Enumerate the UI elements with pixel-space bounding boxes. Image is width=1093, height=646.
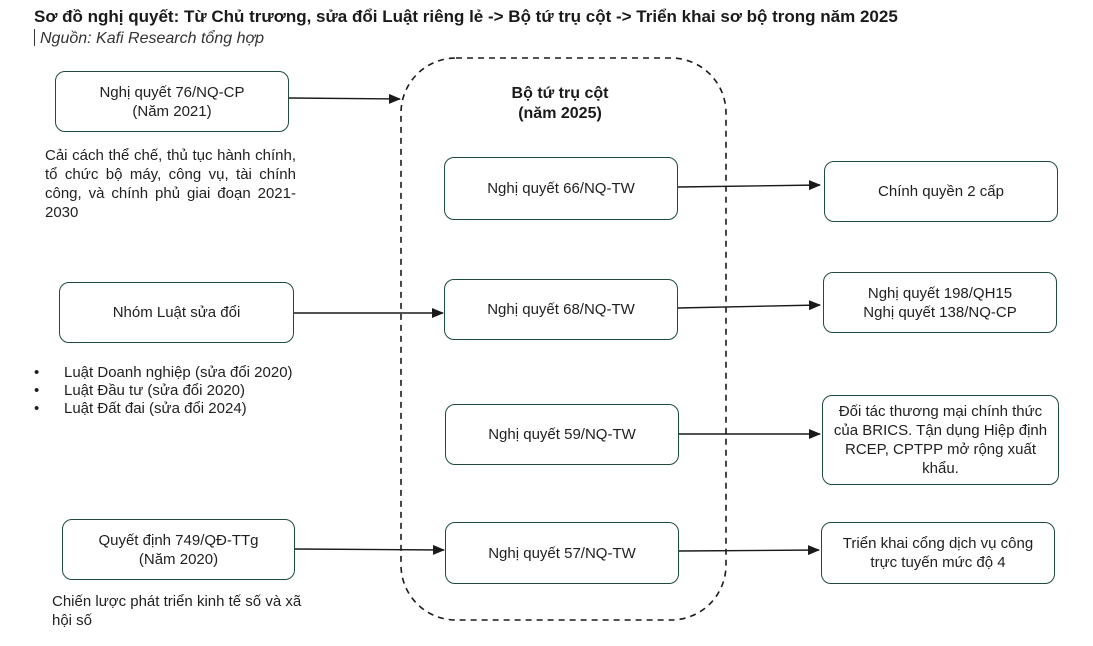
- outcome-brics-partner: Đối tác thương mại chính thức của BRICS.…: [822, 395, 1059, 485]
- pillar-68-box: Nghị quyết 68/NQ-TW: [444, 279, 678, 340]
- resolution-76-box: Nghị quyết 76/NQ-CP (Năm 2021): [55, 71, 289, 132]
- list-item: Luật Doanh nghiệp (sửa đổi 2020): [34, 364, 293, 382]
- pillar-66-label: Nghị quyết 66/NQ-TW: [487, 180, 635, 197]
- arrow-66-to-outcome: [677, 180, 821, 191]
- arrow-76-to-pillars: [288, 93, 401, 104]
- resolution-76-note: Cải cách thể chế, thủ tục hành chính, tổ…: [45, 147, 296, 221]
- outcome-label: Triển khai cổng dịch vụ công trực tuyến …: [842, 535, 1034, 571]
- pillars-group-frame: [400, 57, 727, 621]
- arrow-749-to-57: [294, 544, 445, 555]
- pillar-66-box: Nghị quyết 66/NQ-TW: [444, 157, 678, 220]
- page-title: Sơ đồ nghị quyết: Từ Chủ trương, sửa đổi…: [34, 7, 898, 26]
- outcome-label: Chính quyền 2 cấp: [878, 183, 1004, 200]
- pillar-57-box: Nghị quyết 57/NQ-TW: [445, 522, 679, 584]
- decision-749-box: Quyết định 749/QĐ-TTg (Năm 2020): [62, 519, 295, 580]
- amended-laws-label: Nhóm Luật sửa đổi: [112, 304, 241, 321]
- pillar-68-label: Nghị quyết 68/NQ-TW: [487, 301, 635, 318]
- resolution-76-label: Nghị quyết 76/NQ-CP (Năm 2021): [99, 83, 245, 120]
- outcome-public-service-portal: Triển khai cổng dịch vụ công trực tuyến …: [821, 522, 1055, 584]
- amended-laws-box: Nhóm Luật sửa đổi: [59, 282, 294, 343]
- pillar-59-box: Nghị quyết 59/NQ-TW: [445, 404, 679, 465]
- list-item: Luật Đầu tư (sửa đổi 2020): [34, 382, 293, 400]
- outcome-label: Nghị quyết 198/QH15 Nghị quyết 138/NQ-CP: [863, 284, 1017, 321]
- decision-749-label: Quyết định 749/QĐ-TTg (Năm 2020): [98, 531, 259, 568]
- decision-749-note: Chiến lược phát triển kinh tế số và xã h…: [52, 593, 302, 629]
- outcome-label: Đối tác thương mại chính thức của BRICS.…: [833, 403, 1048, 477]
- arrow-57-to-outcome: [678, 545, 820, 556]
- source-note: Nguồn: Kafi Research tổng hợp: [34, 29, 264, 48]
- pillar-57-label: Nghị quyết 57/NQ-TW: [488, 544, 636, 562]
- amended-laws-list: Luật Doanh nghiệp (sửa đổi 2020) Luật Đầ…: [34, 364, 293, 418]
- outcome-two-tier-government: Chính quyền 2 cấp: [824, 161, 1058, 222]
- outcome-resolutions-198-138: Nghị quyết 198/QH15 Nghị quyết 138/NQ-CP: [823, 272, 1057, 333]
- arrow-68-to-outcome: [677, 300, 821, 311]
- pillar-59-label: Nghị quyết 59/NQ-TW: [488, 426, 636, 443]
- list-item: Luật Đất đai (sửa đổi 2024): [34, 400, 293, 418]
- source-text: Nguồn: Kafi Research tổng hợp: [40, 30, 265, 47]
- source-divider: [34, 29, 35, 46]
- pillars-title: Bộ tứ trụ cột (năm 2025): [511, 85, 609, 122]
